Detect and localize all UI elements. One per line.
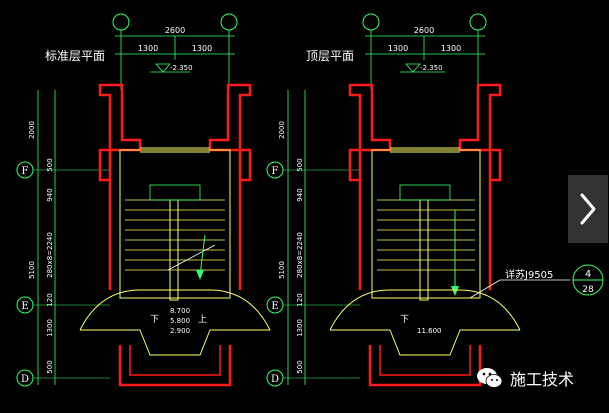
dim-top-right: 1300 <box>192 44 212 53</box>
axis-label-e: E <box>271 301 278 312</box>
dim-top-left: 1300 <box>138 44 158 53</box>
wechat-icon <box>477 368 503 388</box>
axis-label-d: D <box>21 374 29 385</box>
dim-top-right: 1300 <box>441 44 461 53</box>
stair-treads-left <box>125 199 225 271</box>
chevron-right-icon <box>580 193 596 225</box>
level-mark: -2.350 <box>420 64 443 72</box>
up-label: 上 <box>198 314 207 325</box>
vdim: 940 <box>296 188 304 201</box>
vdim: 280x8=2240 <box>296 232 304 278</box>
dim-top-left: 1300 <box>388 44 408 53</box>
next-image-button[interactable] <box>568 175 608 243</box>
vdim: 120 <box>296 293 304 306</box>
vdim: 120 <box>46 293 54 306</box>
level-mark: -2.350 <box>170 64 193 72</box>
vdim: 280x8=2240 <box>46 232 54 278</box>
detail-num: 4 <box>585 269 591 280</box>
plan-title-left: 标准层平面 <box>45 49 105 63</box>
vdim: 500 <box>46 360 54 373</box>
vdim: 1300 <box>296 319 304 337</box>
vdim: 2000 <box>278 121 286 139</box>
down-label: 下 <box>400 315 409 325</box>
down-label: 下 <box>150 315 159 325</box>
vdim: 1300 <box>46 319 54 337</box>
dim-top-total: 2600 <box>165 26 185 35</box>
vdim: 2000 <box>28 121 36 139</box>
axis-label-f: F <box>272 166 279 177</box>
vdim: 5100 <box>28 261 36 279</box>
detail-sheet: 28 <box>582 285 594 295</box>
landing-level: 2.900 <box>170 327 190 335</box>
axis-label-d: D <box>271 374 279 385</box>
detail-note: 详苏J9505 <box>505 268 553 281</box>
dim-top-total: 2600 <box>414 26 434 35</box>
landing-level: 5.800 <box>170 317 190 325</box>
vdim: 5100 <box>278 261 286 279</box>
vdim: 500 <box>46 158 54 171</box>
axis-label-f: F <box>22 166 29 177</box>
vdim: 940 <box>46 188 54 201</box>
vdim: 500 <box>296 158 304 171</box>
axis-label-e: E <box>21 301 28 312</box>
watermark: 施工技术 <box>476 366 574 390</box>
plan-title-right: 顶层平面 <box>306 49 354 63</box>
left-plan: 2600 1300 1300 -2.350 标准层平面 2000 500 940… <box>16 13 271 387</box>
watermark-text: 施工技术 <box>510 370 575 389</box>
landing-level: 8.700 <box>170 307 190 315</box>
vdim: 500 <box>296 360 304 373</box>
landing-level: 11.600 <box>417 327 442 335</box>
right-plan: 2600 1300 1300 -2.350 顶层平面 2000 500 940 … <box>266 13 604 387</box>
